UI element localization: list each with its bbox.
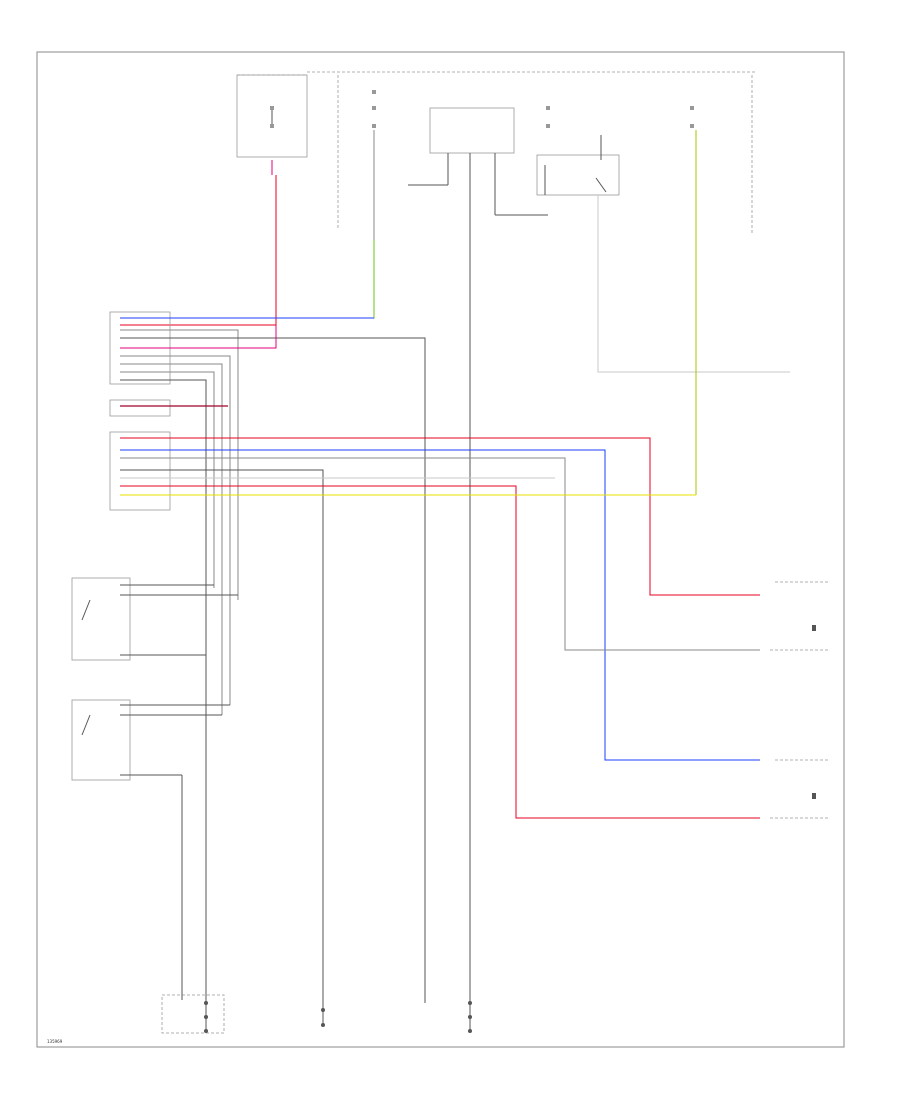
ground-block-3	[424, 960, 472, 1033]
wire-red-2	[120, 485, 760, 819]
left-seat-switch	[71, 699, 230, 960]
wire-dark-main	[120, 469, 324, 960]
relay-switch	[536, 135, 620, 196]
wire-grey-main	[120, 457, 760, 651]
right-seat-switch	[71, 577, 238, 661]
fuse-3	[546, 106, 550, 128]
wire-grey-4	[120, 371, 215, 588]
left-seat-heater	[770, 581, 830, 651]
diagram-frame	[36, 51, 845, 1048]
wire-pink-1	[120, 325, 277, 349]
control-unit-box	[408, 107, 548, 216]
wire-red-main	[120, 437, 760, 596]
wire-grey-1	[120, 329, 239, 600]
control-switch-connector-top	[109, 311, 171, 511]
wire-dark-2	[120, 379, 207, 960]
wire-dark-1	[120, 337, 426, 960]
footer-code: 135969	[47, 1039, 63, 1044]
wire-grey-2	[120, 355, 231, 705]
wire-light-relay	[597, 195, 790, 373]
top-fuse-block-1	[236, 74, 308, 158]
right-seat-heater	[770, 759, 830, 819]
wire-blue-main	[120, 449, 760, 761]
fuse-4	[690, 106, 694, 128]
wire-grey-3	[120, 363, 223, 715]
wire-red-feed	[120, 175, 277, 326]
wire-green-feed	[120, 240, 375, 319]
ground-block-1	[161, 960, 225, 1034]
ground-block-2	[321, 960, 325, 1027]
fuse-2	[372, 90, 376, 128]
